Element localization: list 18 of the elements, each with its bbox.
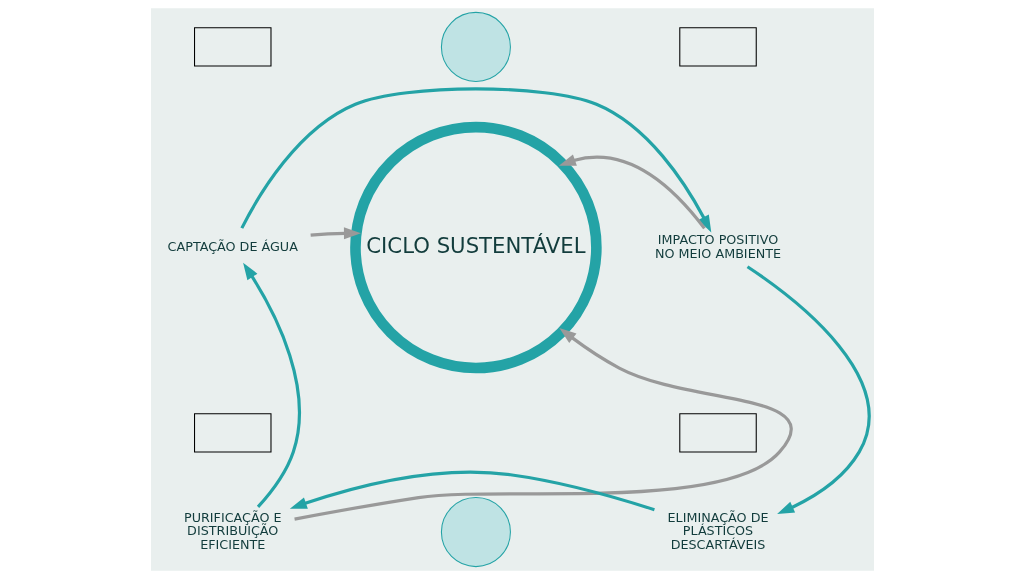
arrow: [310, 227, 361, 240]
arrow: [558, 154, 706, 230]
arrow: [242, 262, 301, 508]
arrow: [746, 265, 871, 515]
arrow: [293, 327, 792, 521]
node-box: [678, 27, 757, 67]
node-circle: [440, 11, 511, 82]
node-circle: [440, 497, 511, 568]
node-circle: CICLO SUSTENTÁVEL: [349, 121, 602, 374]
node-box: [193, 413, 271, 453]
node-box: [193, 27, 271, 67]
node-text: IMPACTO POSITIVO NO MEIO AMBIENTE: [654, 231, 781, 261]
arrow: [289, 470, 655, 512]
node-text: ELIMINAÇÃO DE PLÁSTICOS DESCARTÁVEIS: [667, 509, 768, 553]
node-box: [678, 413, 757, 453]
node-text: CAPTAÇÃO DE ÁGUA: [167, 238, 298, 254]
arrow: [239, 87, 711, 233]
node-text: PURIFICAÇÃO E DISTRIBUIÇÃO EFICIENTE: [183, 509, 282, 553]
